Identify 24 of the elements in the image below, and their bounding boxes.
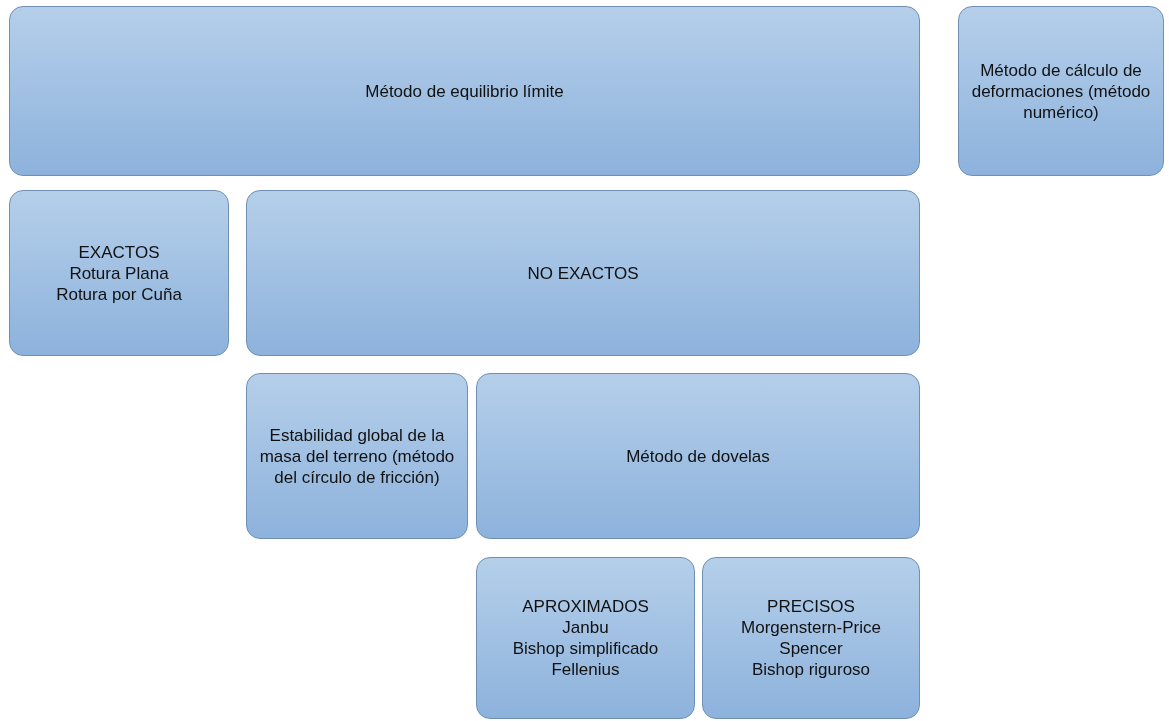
process-box [702,557,920,719]
box-text: Janbu [562,617,609,638]
box-text: Estabilidad global de la masa del terreno (método del círculo de fricción) [258,424,456,488]
box-text: Bishop riguroso [751,659,871,680]
box-text: APROXIMADOS [522,596,649,617]
process-box [9,190,229,356]
box-text: Fellenius [551,659,620,680]
box-text: Método de equilibrio límite [365,80,564,102]
box-text: EXACTOS [78,241,160,263]
box-text: Spencer [779,638,843,659]
process-box [246,373,468,539]
box-text: Método de cálculo de deformaciones (método numérico) [970,59,1152,123]
box-text: Rotura Plana [69,262,169,284]
process-box [246,190,920,356]
box-text: Morgenstern-Price [741,617,881,638]
box-text: Rotura por Cuña [56,283,182,305]
process-box [476,373,920,539]
box-text: Método de dovelas [626,445,770,467]
process-box [958,6,1164,176]
box-text: NO EXACTOS [527,262,639,284]
process-box [476,557,695,719]
box-text: PRECISOS [767,596,855,617]
box-text: Bishop simplificado [512,638,659,659]
process-box [9,6,920,176]
